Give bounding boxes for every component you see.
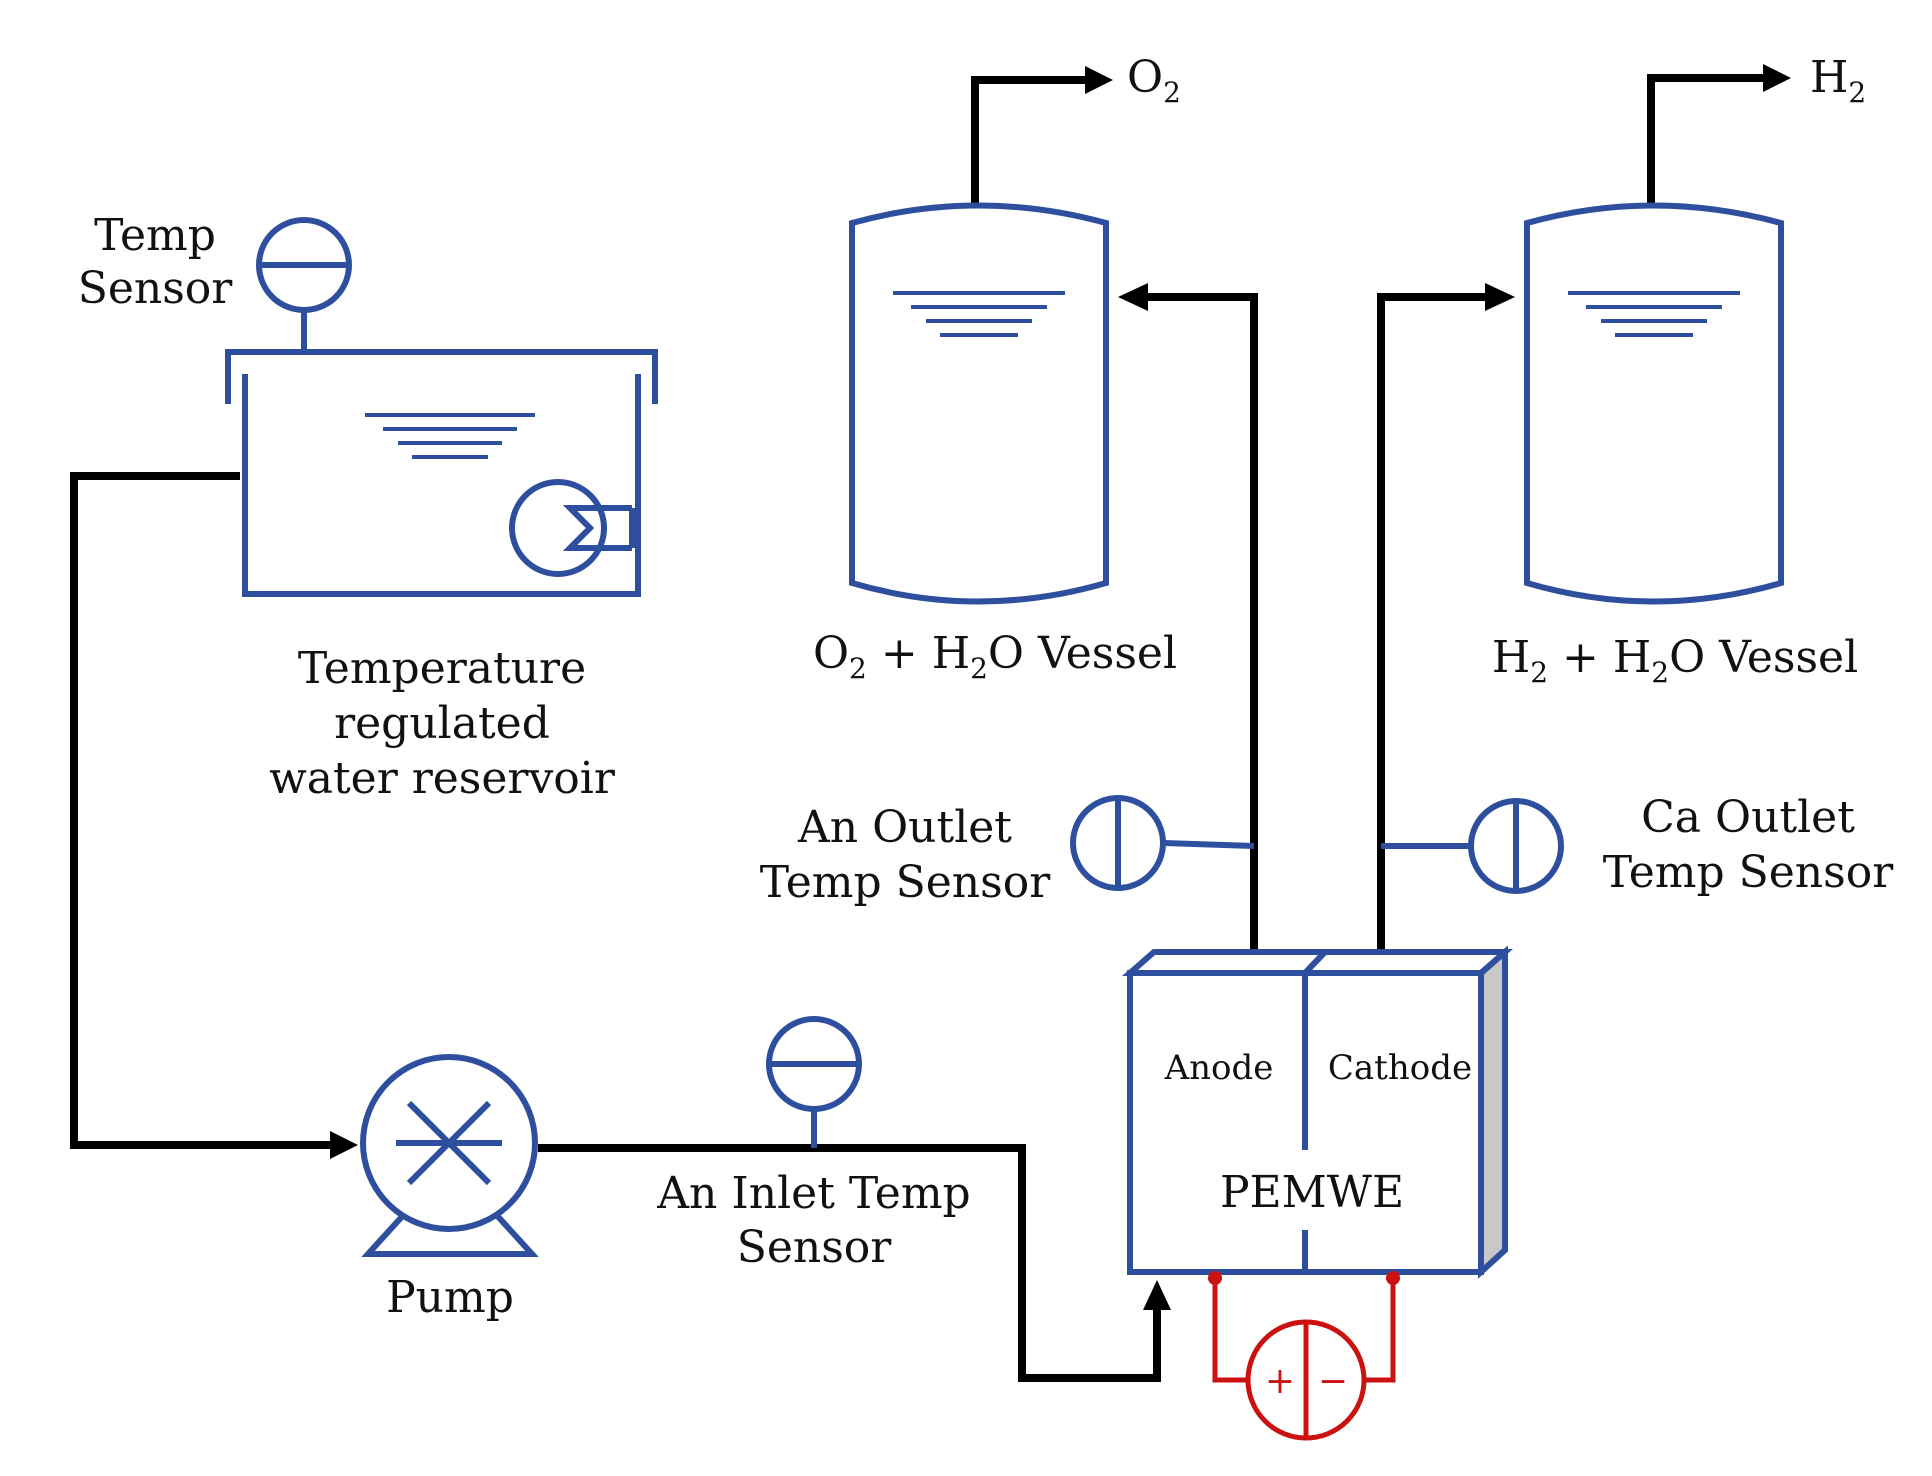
cathode-outlet-pipe — [1377, 293, 1485, 950]
pemwe-side-shade — [1481, 952, 1505, 1272]
pump-label: Pump — [386, 1272, 514, 1323]
anode-outlet-temp-sensor — [1070, 795, 1255, 891]
o2-vessel-inlet-arrow — [1118, 283, 1148, 311]
anode-terminal-dot — [1208, 1271, 1222, 1285]
h2-vessel-water-level-icon — [1568, 291, 1740, 337]
temp-sensor-label-line2: Sensor — [78, 263, 234, 314]
ca-outlet-label-line2: Temp Sensor — [1603, 847, 1894, 898]
pump-impeller-icon — [396, 1100, 502, 1186]
text-labels: Temp Sensor Temperature regulated water … — [78, 52, 1895, 1402]
pemwe-label: PEMWE — [1220, 1167, 1404, 1218]
reservoir-water-level-icon — [365, 413, 535, 459]
reservoir-label-line3: water reservoir — [269, 753, 616, 804]
h2-outlet-arrow — [1763, 64, 1791, 92]
an-outlet-label-line1: An Outlet — [797, 802, 1012, 853]
inlet-temp-sensor — [766, 1016, 862, 1148]
o2-outlet-arrow — [1085, 66, 1113, 94]
pemwe-inlet-arrow — [1143, 1280, 1171, 1310]
h2-outlet-pipe — [1647, 74, 1763, 203]
inlet-sensor-label-line2: Sensor — [737, 1222, 893, 1273]
heat-exchanger-icon — [509, 479, 635, 577]
o2-vessel — [849, 202, 1109, 605]
h2-vessel-inlet-arrow — [1485, 283, 1515, 311]
an-outlet-label-line2: Temp Sensor — [760, 857, 1051, 908]
water-reservoir — [225, 349, 658, 597]
reservoir-to-pump-pipe — [70, 472, 330, 1149]
reservoir-temp-sensor — [256, 217, 352, 352]
pump-to-pemwe-pipe — [538, 1144, 1161, 1382]
ca-outlet-label-line1: Ca Outlet — [1641, 792, 1855, 843]
o2-vessel-water-level-icon — [893, 291, 1065, 337]
pipes — [70, 64, 1791, 1382]
cathode-terminal-dot — [1386, 1271, 1400, 1285]
temp-sensor-label-line1: Temp — [94, 210, 216, 261]
h2-vessel-label: H2 + H2O Vessel — [1492, 632, 1858, 689]
pump — [360, 1054, 539, 1257]
h2-outlet-label: H2 — [1810, 52, 1866, 109]
reservoir-label-line1: Temperature — [298, 643, 586, 694]
cathode-label: Cathode — [1328, 1048, 1472, 1088]
power-supply — [1208, 1271, 1400, 1441]
pump-inlet-arrow — [330, 1131, 358, 1159]
inlet-sensor-label-line1: An Inlet Temp — [656, 1168, 970, 1219]
anode-label: Anode — [1164, 1048, 1274, 1088]
o2-outlet-pipe — [971, 76, 1085, 203]
o2-vessel-label: O2 + H2O Vessel — [813, 628, 1177, 685]
power-minus-sign: − — [1318, 1361, 1348, 1402]
o2-outlet-label: O2 — [1127, 52, 1181, 109]
reservoir-label-line2: regulated — [334, 698, 550, 749]
pemwe-cell — [1122, 945, 1513, 1279]
power-plus-sign: + — [1265, 1361, 1295, 1402]
h2-vessel — [1524, 202, 1784, 605]
cathode-outlet-temp-sensor — [1381, 798, 1564, 894]
anode-outlet-pipe — [1148, 293, 1258, 950]
